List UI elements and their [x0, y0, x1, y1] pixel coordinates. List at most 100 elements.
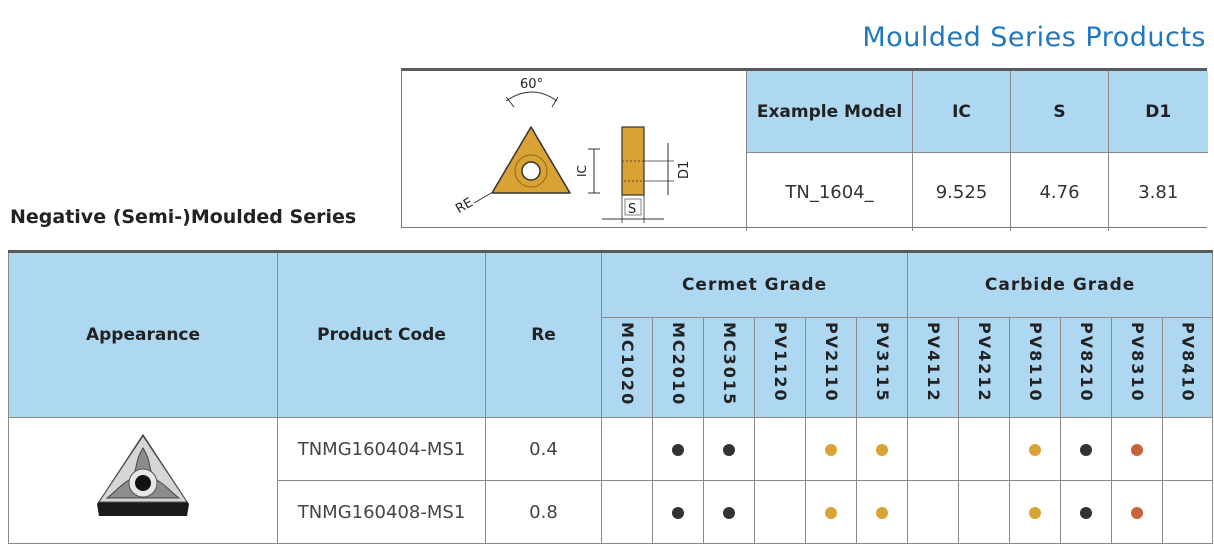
example-header-row: Example Model IC S D1	[746, 71, 1208, 153]
grade-label: PV1120	[771, 322, 790, 403]
gold-dot-icon	[876, 443, 889, 456]
appearance-cell	[8, 417, 278, 544]
mark-cell	[1009, 480, 1062, 544]
insert-photo-hole	[135, 475, 151, 491]
grade-label: MC1020	[618, 322, 637, 407]
grade-header-mc3015: MC3015	[703, 317, 755, 418]
grade-header-pv2110: PV2110	[805, 317, 857, 418]
header-appearance: Appearance	[8, 251, 278, 418]
mark-cell	[805, 417, 857, 481]
example-value-row: TN_1604_ 9.525 4.76 3.81	[746, 152, 1208, 231]
mark-cell	[1060, 417, 1113, 481]
example-value-s: 4.76	[1010, 152, 1109, 231]
grade-header-pv4112: PV4112	[907, 317, 960, 418]
product-code-cell: TNMG160404-MS1	[277, 417, 486, 481]
re-cell: 0.4	[485, 417, 602, 481]
example-value-d1: 3.81	[1108, 152, 1208, 231]
mark-cell	[652, 480, 704, 544]
page-heading: Moulded Series Products	[862, 22, 1206, 53]
re-pointer-line	[473, 191, 494, 204]
grade-header-mc2010: MC2010	[652, 317, 704, 418]
insert-side-hole	[621, 160, 645, 182]
insert-photo-image	[97, 434, 189, 516]
grade-label: PV2110	[822, 322, 841, 403]
example-header-model: Example Model	[746, 71, 913, 153]
black-dot-icon	[672, 443, 684, 456]
mark-cell	[958, 480, 1011, 544]
s-label: S	[628, 202, 636, 217]
gold-dot-icon	[825, 506, 837, 519]
copper-dot-icon	[1131, 443, 1144, 456]
re-label: RE	[453, 195, 475, 217]
grade-header-pv8210: PV8210	[1060, 317, 1113, 418]
series-title: Negative (Semi-)Moulded Series	[10, 206, 357, 228]
grade-label: PV4212	[975, 322, 995, 403]
insert-hole	[521, 161, 541, 181]
ic-label: IC	[575, 165, 589, 177]
gold-dot-icon	[825, 443, 837, 456]
mark-cell	[703, 417, 755, 481]
insert-diagram-svg: 60° RE IC D1 S	[453, 77, 692, 223]
mark-cell	[1060, 480, 1113, 544]
angle-label: 60°	[520, 77, 543, 92]
grade-header-pv8310: PV8310	[1111, 317, 1164, 418]
header-re: Re	[485, 251, 602, 418]
insert-dimension-diagram: 60° RE IC D1 S	[402, 71, 746, 227]
mark-cell	[958, 417, 1011, 481]
mark-cell	[1162, 417, 1214, 481]
example-value-ic: 9.525	[912, 152, 1011, 231]
header-cermet-grade: Cermet Grade	[600, 251, 909, 318]
example-model-box: 60° RE IC D1 S	[401, 68, 1208, 231]
gold-dot-icon	[1029, 443, 1042, 456]
mark-cell	[907, 480, 960, 544]
group-header-row: Appearance Product Code Re Cermet Grade …	[8, 251, 1214, 418]
mark-cell	[754, 480, 806, 544]
grade-header-pv8110: PV8110	[1009, 317, 1062, 418]
header-product-code: Product Code	[277, 251, 486, 418]
grade-label: PV8310	[1128, 322, 1148, 403]
mark-cell	[855, 480, 909, 544]
mark-cell	[1111, 417, 1164, 481]
mark-cell	[855, 417, 909, 481]
example-header-s: S	[1010, 71, 1109, 153]
example-value-model: TN_1604_	[746, 152, 913, 231]
example-model-table: Example Model IC S D1 TN_1604_ 9.525 4.7…	[746, 71, 1208, 231]
grade-label: PV8410	[1178, 322, 1198, 403]
angle-line-left	[505, 96, 515, 108]
re-cell: 0.8	[485, 480, 602, 544]
mark-cell	[601, 480, 653, 544]
example-header-ic: IC	[912, 71, 1011, 153]
black-dot-icon	[1080, 506, 1093, 519]
grade-header-pv8410: PV8410	[1162, 317, 1214, 418]
table-row: TNMG160404-MS1 0.4	[8, 417, 1214, 544]
mark-cell	[907, 417, 960, 481]
grade-label: PV8110	[1026, 322, 1046, 403]
grade-label: PV3115	[873, 322, 893, 403]
grade-label: MC2010	[669, 322, 688, 407]
grade-header-pv3115: PV3115	[855, 317, 909, 418]
triangle-insert-shape	[491, 126, 571, 194]
copper-dot-icon	[1131, 506, 1144, 519]
mark-cell	[1111, 480, 1164, 544]
product-grade-table: Appearance Product Code Re Cermet Grade …	[8, 250, 1214, 544]
black-dot-icon	[723, 506, 735, 519]
grade-header-pv1120: PV1120	[754, 317, 806, 418]
example-header-d1: D1	[1108, 71, 1208, 153]
product-code-cell: TNMG160408-MS1	[277, 480, 486, 544]
black-dot-icon	[672, 506, 684, 519]
mark-cell	[754, 417, 806, 481]
grade-label: MC3015	[720, 322, 739, 407]
grade-header-mc1020: MC1020	[601, 317, 653, 418]
mark-cell	[1009, 417, 1062, 481]
black-dot-icon	[1080, 443, 1093, 456]
mark-cell	[652, 417, 704, 481]
header-carbide-grade: Carbide Grade	[907, 251, 1214, 318]
grade-label: PV8210	[1077, 322, 1097, 403]
table-row: TNMG160408-MS1 0.8	[9, 480, 1214, 544]
angle-line-right	[551, 96, 559, 108]
gold-dot-icon	[876, 506, 889, 519]
mark-cell	[703, 480, 755, 544]
mark-cell	[601, 417, 653, 481]
gold-dot-icon	[1029, 506, 1042, 519]
angle-arc	[505, 91, 558, 102]
